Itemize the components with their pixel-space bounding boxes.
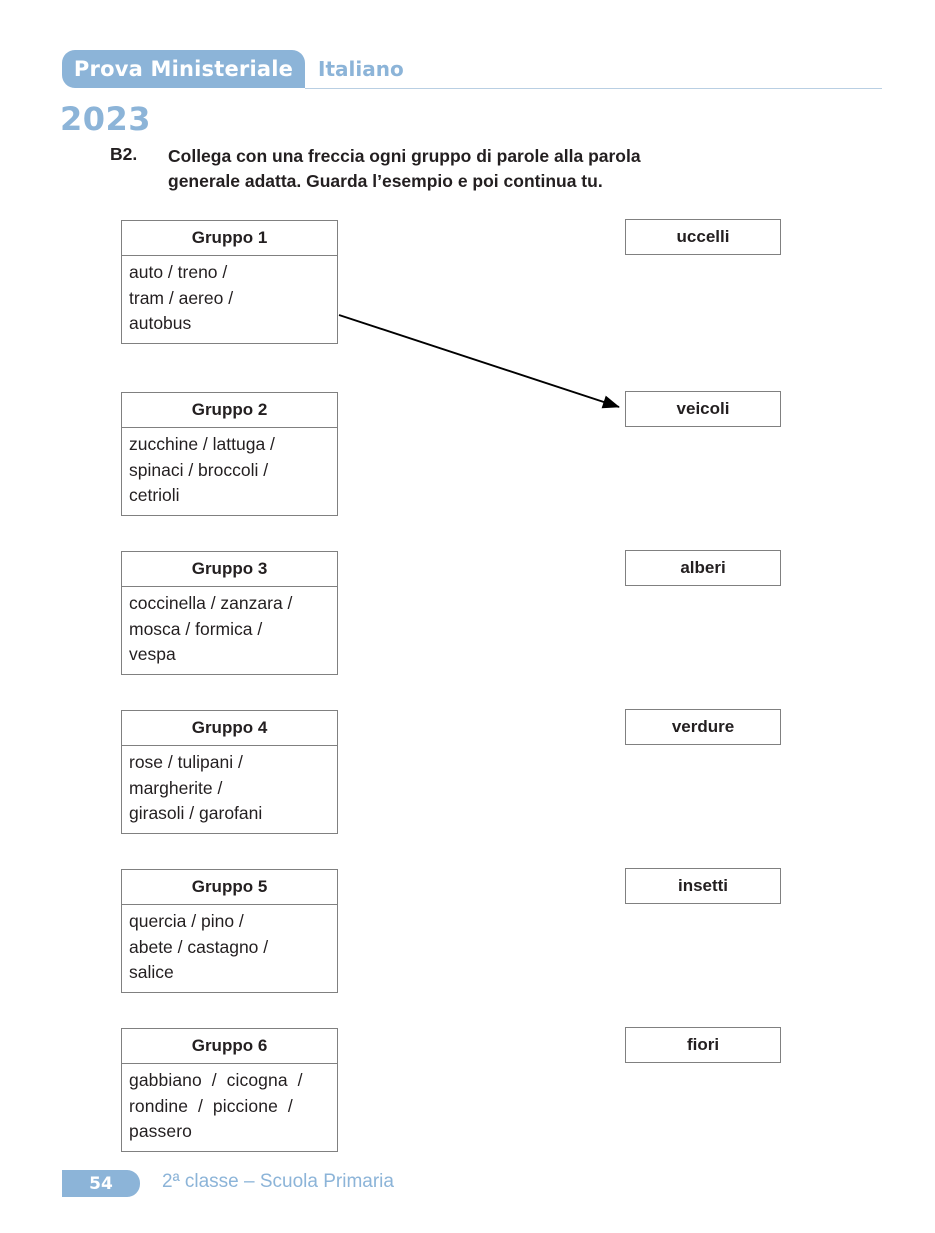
group-words: rose / tulipani / margherite / girasoli …	[122, 746, 337, 833]
page-footer: 54 2ª classe – Scuola Primaria	[0, 1168, 935, 1208]
group-word-line: coccinella / zanzara /	[129, 593, 293, 613]
exam-badge: Prova Ministeriale	[62, 50, 305, 88]
header-divider	[305, 88, 882, 89]
group-title: Gruppo 3	[122, 552, 337, 587]
category-box-fiori[interactable]: fiori	[625, 1027, 781, 1063]
instruction-line-1: Collega con una freccia ogni gruppo di p…	[168, 146, 641, 166]
category-box-insetti[interactable]: insetti	[625, 868, 781, 904]
group-title: Gruppo 2	[122, 393, 337, 428]
group-word-line: quercia / pino /	[129, 911, 244, 931]
group-word-line: zucchine / lattuga /	[129, 434, 275, 454]
instruction-line-2: generale adatta. Guarda l’esempio e poi …	[168, 170, 603, 191]
group-word-line: abete / castagno /	[129, 936, 269, 957]
group-word-line: girasoli / garofani	[129, 803, 263, 824]
group-box-6[interactable]: Gruppo 6 gabbiano / cicogna / rondine / …	[121, 1028, 338, 1153]
category-box-veicoli[interactable]: veicoli	[625, 391, 781, 427]
group-word-line: cetrioli	[129, 485, 180, 506]
year-label: 2023	[60, 100, 152, 138]
page-header: Prova Ministeriale Italiano 2023	[0, 0, 935, 138]
group-words: auto / treno / tram / aereo / autobus	[122, 256, 337, 343]
group-word-line: margherite /	[129, 777, 223, 798]
group-word-line: vespa	[129, 644, 176, 665]
group-title: Gruppo 4	[122, 711, 337, 746]
exercise-instruction-text: Collega con una freccia ogni gruppo di p…	[168, 144, 790, 194]
page-number-badge: 54	[62, 1170, 140, 1197]
group-words: gabbiano / cicogna / rondine / piccione …	[122, 1064, 337, 1151]
category-box-verdure[interactable]: verdure	[625, 709, 781, 745]
group-word-line: passero	[129, 1121, 192, 1142]
group-word-line: gabbiano / cicogna /	[129, 1070, 303, 1090]
group-words: coccinella / zanzara / mosca / formica /…	[122, 587, 337, 674]
group-box-1[interactable]: Gruppo 1 auto / treno / tram / aereo / a…	[121, 220, 338, 345]
group-box-4[interactable]: Gruppo 4 rose / tulipani / margherite / …	[121, 710, 338, 835]
group-words: zucchine / lattuga / spinaci / broccoli …	[122, 428, 337, 515]
group-words: quercia / pino / abete / castagno / sali…	[122, 905, 337, 992]
connection-arrow-gruppo1-veicoli	[338, 314, 620, 409]
category-box-uccelli[interactable]: uccelli	[625, 219, 781, 255]
group-word-line: salice	[129, 962, 174, 983]
group-word-line: mosca / formica /	[129, 618, 263, 639]
group-title: Gruppo 1	[122, 221, 337, 256]
group-title: Gruppo 5	[122, 870, 337, 905]
group-word-line: tram / aereo /	[129, 287, 234, 308]
group-box-3[interactable]: Gruppo 3 coccinella / zanzara / mosca / …	[121, 551, 338, 676]
subject-label: Italiano	[318, 57, 404, 81]
footer-caption: 2ª classe – Scuola Primaria	[162, 1171, 394, 1192]
group-word-line: rondine / piccione /	[129, 1095, 293, 1116]
group-word-line: spinaci / broccoli /	[129, 459, 269, 480]
exam-badge-label: Prova Ministeriale	[73, 57, 294, 81]
group-word-line: rose / tulipani /	[129, 752, 243, 772]
exercise-number: B2.	[110, 144, 138, 164]
group-box-2[interactable]: Gruppo 2 zucchine / lattuga / spinaci / …	[121, 392, 338, 517]
group-word-line: auto / treno /	[129, 262, 228, 282]
exercise-instruction: B2. Collega con una freccia ogni gruppo …	[110, 144, 790, 194]
group-box-5[interactable]: Gruppo 5 quercia / pino / abete / castag…	[121, 869, 338, 994]
group-word-line: autobus	[129, 313, 192, 334]
category-box-alberi[interactable]: alberi	[625, 550, 781, 586]
group-title: Gruppo 6	[122, 1029, 337, 1064]
